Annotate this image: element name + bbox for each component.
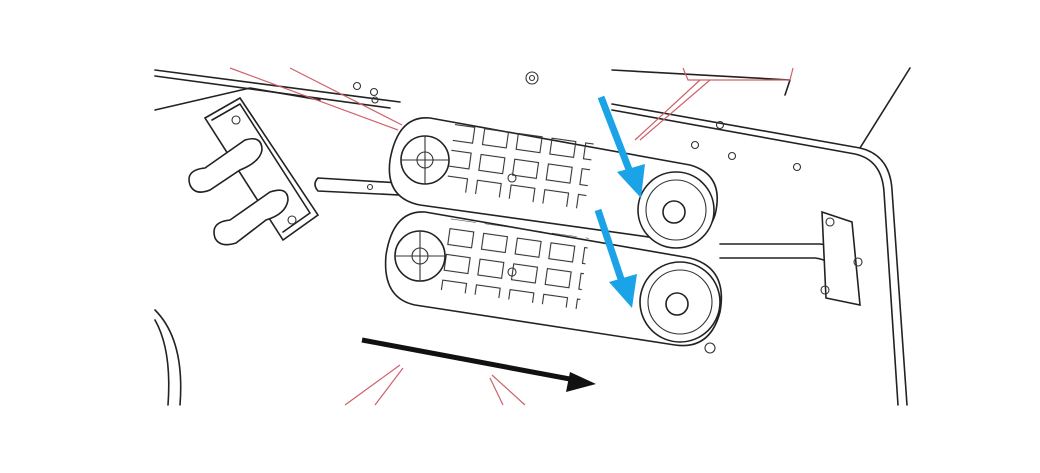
arrow-down-right-icon: [597, 95, 645, 198]
lower-belt-assembly: [384, 211, 723, 354]
upper-belt-assembly: [388, 117, 719, 249]
left-bracket: [188, 96, 320, 246]
leader-lines: [229, 67, 794, 406]
shaft: [314, 177, 401, 196]
pipe: [719, 210, 863, 307]
arrow-down-right-icon: [594, 208, 637, 308]
arrow-right-icon: [361, 337, 596, 392]
